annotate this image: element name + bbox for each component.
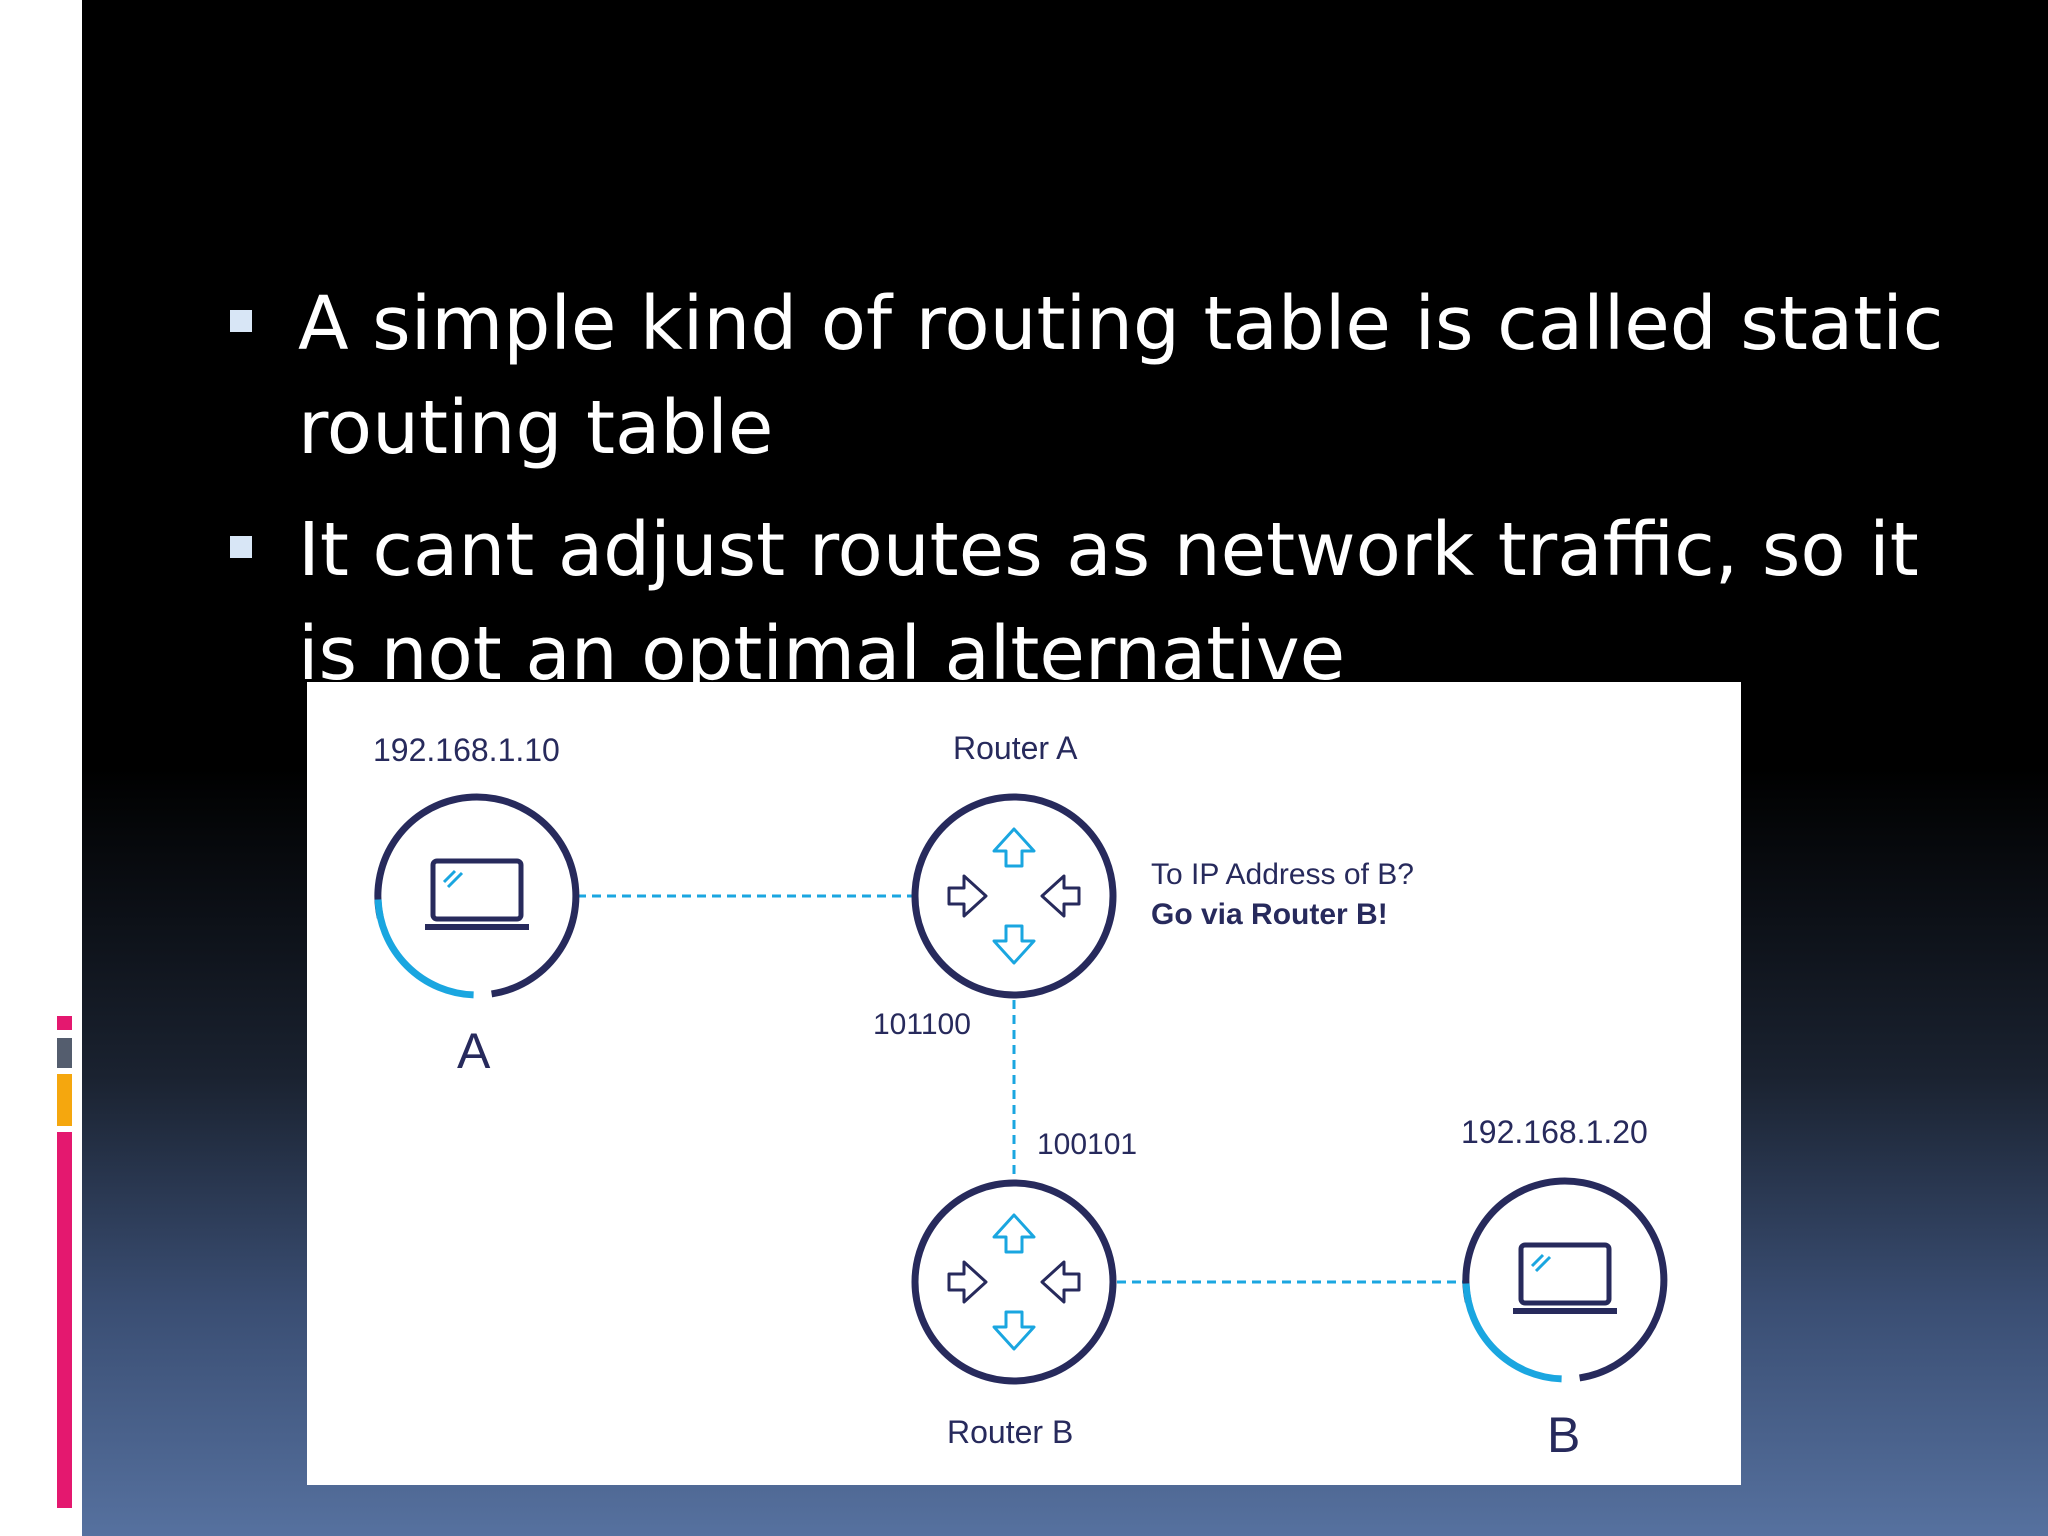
host-a-label: A xyxy=(457,1023,491,1079)
bullet-list: A simple kind of routing table is called… xyxy=(222,272,1982,724)
bullet-text: It cant adjust routes as network traffic… xyxy=(298,507,1919,697)
host-b-node xyxy=(1462,1177,1668,1383)
decorative-stripes xyxy=(44,150,82,234)
router-arrows-icon xyxy=(947,1213,1081,1351)
routing-diagram: 192.168.1.10 Router A To IP Address of B… xyxy=(307,682,1741,1485)
laptop-icon xyxy=(1513,1242,1617,1314)
accent-bar-pink xyxy=(57,1132,72,1508)
accent-bar-pink-top xyxy=(57,1016,72,1030)
accent-bar-orange xyxy=(57,1074,72,1126)
router-b-label: Router B xyxy=(947,1414,1074,1450)
router-a-label: Router A xyxy=(953,730,1078,766)
bullet-item: It cant adjust routes as network traffic… xyxy=(222,498,1982,706)
diagram-graphics xyxy=(374,793,1668,1385)
host-a-node xyxy=(374,793,580,999)
bullet-text: A simple kind of routing table is called… xyxy=(298,281,1944,471)
bullet-square-icon xyxy=(230,310,252,332)
bullet-square-icon xyxy=(230,536,252,558)
host-b-label: B xyxy=(1547,1407,1581,1463)
link-label-top: 101100 xyxy=(873,1008,971,1041)
bullet-item: A simple kind of routing table is called… xyxy=(222,272,1982,480)
router-b-node xyxy=(911,1179,1117,1385)
router-arrows-icon xyxy=(947,827,1081,965)
host-b-ip: 192.168.1.20 xyxy=(1461,1114,1648,1150)
accent-bar-gray xyxy=(57,1038,72,1068)
host-a-ip: 192.168.1.10 xyxy=(373,732,560,768)
router-a-node xyxy=(911,793,1117,999)
laptop-icon xyxy=(425,858,529,930)
route-note-line2: Go via Router B! xyxy=(1151,898,1388,931)
link-label-bottom: 100101 xyxy=(1037,1128,1138,1161)
route-note-line1: To IP Address of B? xyxy=(1151,858,1414,891)
